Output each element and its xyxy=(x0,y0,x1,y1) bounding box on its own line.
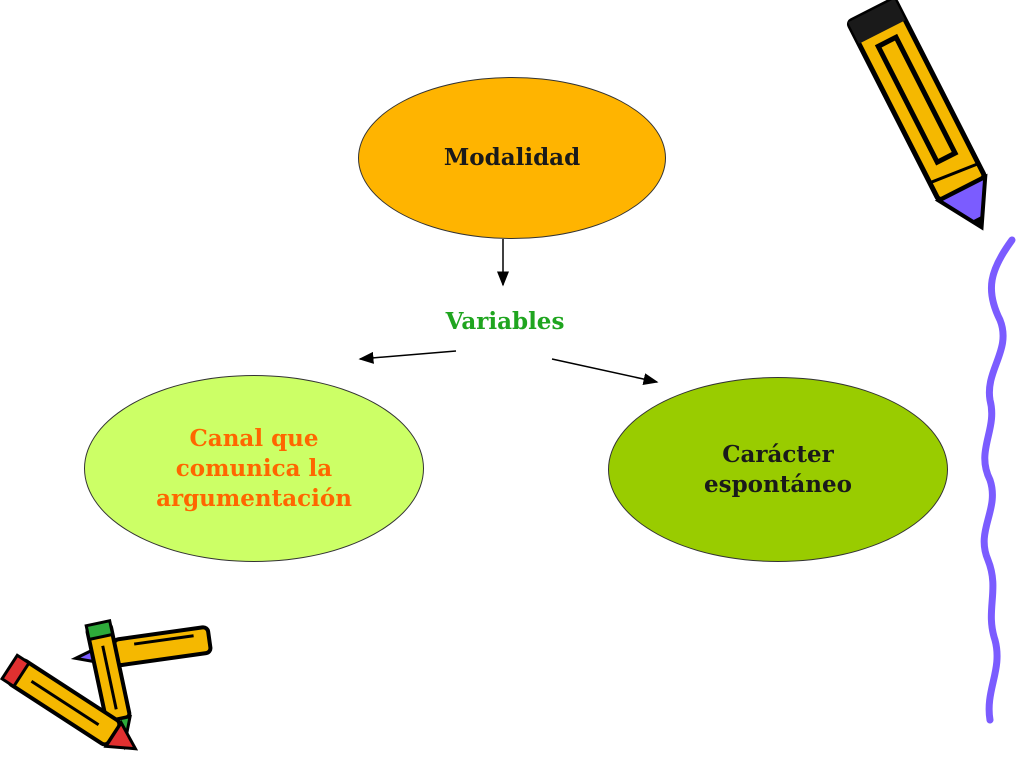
connector-label-variables: Variables xyxy=(445,308,565,335)
node-modalidad-label: Modalidad xyxy=(443,144,581,171)
node-canal-label: Canal que comunica la argumentación xyxy=(156,424,352,512)
node-canal: Canal que comunica la argumentación xyxy=(84,375,424,562)
arrow-variables-to-canal xyxy=(358,350,457,364)
arrow-variables-to-caracter xyxy=(551,358,659,385)
node-modalidad: Modalidad xyxy=(358,77,666,239)
node-caracter: Carácter espontáneo xyxy=(608,377,948,562)
node-caracter-label: Carácter espontáneo xyxy=(704,440,852,498)
